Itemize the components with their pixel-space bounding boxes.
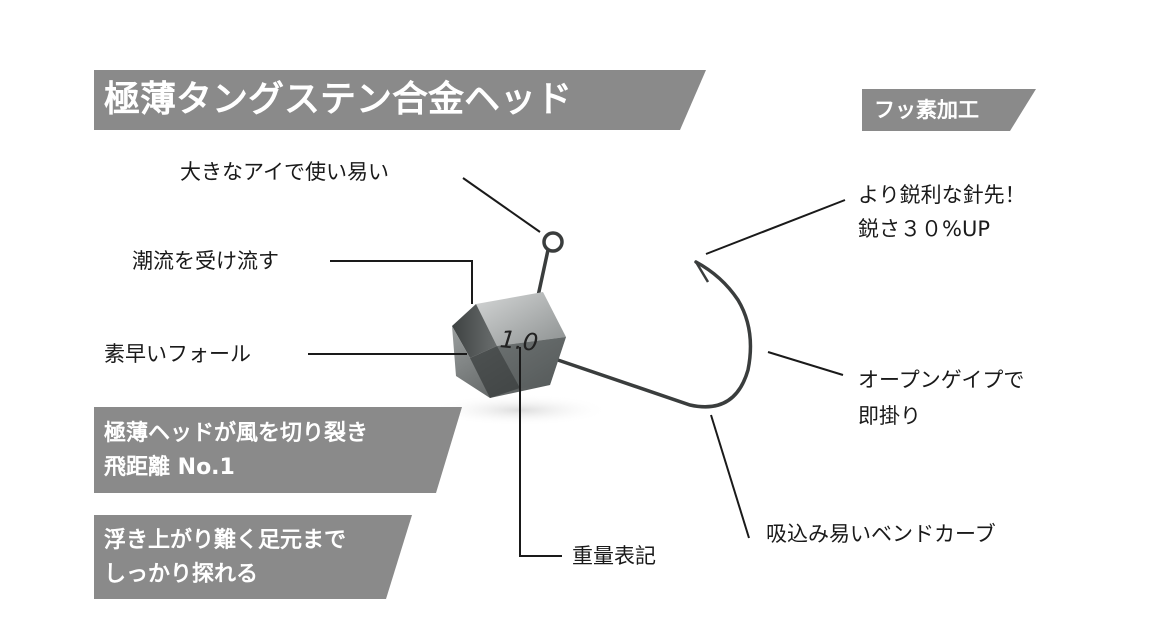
head-top-face [476,292,566,346]
callout-line-gape [767,351,844,376]
label-gape-line2: 即掛り [858,404,921,428]
callout-line-point [705,199,846,255]
label-point-line2: 鋭さ３０%UP [858,217,990,241]
feature-banner-distance-line1: 極薄ヘッドが風を切り裂き [104,421,369,446]
feature-banner-distance: 極薄ヘッドが風を切り裂き 飛距離 No.1 [94,407,462,493]
feature-banner-bottom-line2: しっかり探れる [104,562,259,587]
callout-line-weight [519,347,562,557]
feature-banner-bottom-line1: 浮き上がり難く足元まで [104,528,347,553]
head-dark-facet [470,346,520,398]
head-right-facet [497,337,566,388]
title-banner: 極薄タングステン合金ヘッド [94,70,706,130]
label-bend: 吸込み易いベンドカーブ [766,522,996,546]
feature-banner-bottom: 浮き上がり難く足元まで しっかり探れる [94,515,412,599]
hook-body [550,260,753,409]
hook-barb [694,261,710,283]
label-gape: オープンゲイプで 即掛り [858,362,1024,434]
label-eye: 大きなアイで使い易い [180,160,389,184]
coating-banner: フッ素加工 [862,89,1036,131]
callout-line-tidal [330,260,473,304]
label-weight-mark: 重量表記 [572,544,656,568]
hook-eye [542,231,564,253]
weight-stamp: 1.0 [498,325,540,357]
callout-line-eye [462,177,541,233]
label-fall: 素早いフォール [104,342,251,366]
callout-lines [308,177,846,557]
head-left-face [452,304,497,358]
callout-line-bend [710,414,750,539]
label-point-line1: より鋭利な針先！ [858,183,1026,207]
label-point: より鋭利な針先！ 鋭さ３０%UP [858,178,1026,246]
label-gape-line1: オープンゲイプで [858,368,1025,392]
label-tidal: 潮流を受け流す [132,249,279,273]
feature-banner-distance-line2: 飛距離 No.1 [104,455,235,480]
